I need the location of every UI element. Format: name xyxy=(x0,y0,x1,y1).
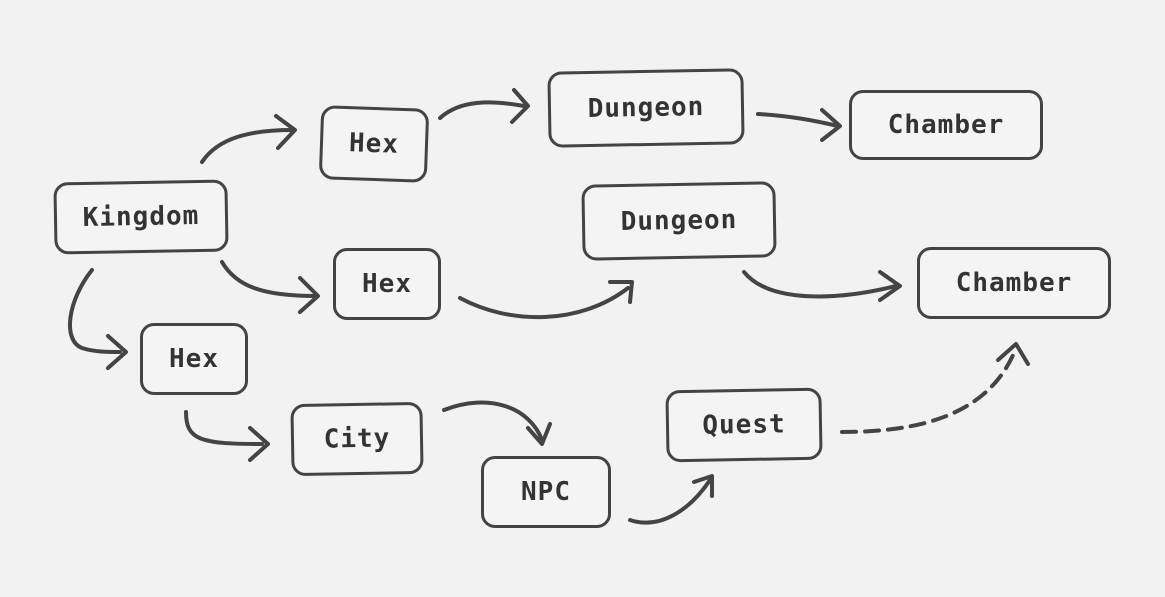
edge-npc-quest xyxy=(628,474,714,525)
edge-hex3-city xyxy=(184,410,270,462)
node-city: City xyxy=(290,401,424,477)
edge-quest-chamber2 xyxy=(840,342,1030,434)
edge-dungeon2-chamber2 xyxy=(742,270,902,302)
edge-hex1-dungeon1 xyxy=(438,88,530,124)
node-chamber-1: Chamber xyxy=(849,90,1043,160)
node-chamber-2: Chamber xyxy=(917,247,1111,319)
node-quest: Quest xyxy=(665,387,823,463)
node-dungeon-1: Dungeon xyxy=(547,68,745,148)
node-npc: NPC xyxy=(481,456,611,528)
edge-kingdom-hex1 xyxy=(200,114,297,164)
node-hex-2: Hex xyxy=(333,248,441,320)
edge-kingdom-hex3 xyxy=(68,268,128,370)
edge-hex2-dungeon2 xyxy=(458,280,634,320)
node-kingdom: Kingdom xyxy=(53,179,229,255)
edge-dungeon1-chamber1 xyxy=(756,108,842,142)
node-hex-3: Hex xyxy=(140,323,248,395)
edge-city-npc xyxy=(442,400,552,446)
node-dungeon-2: Dungeon xyxy=(581,181,777,261)
edge-kingdom-hex2 xyxy=(220,260,320,314)
node-hex-1: Hex xyxy=(318,105,430,183)
